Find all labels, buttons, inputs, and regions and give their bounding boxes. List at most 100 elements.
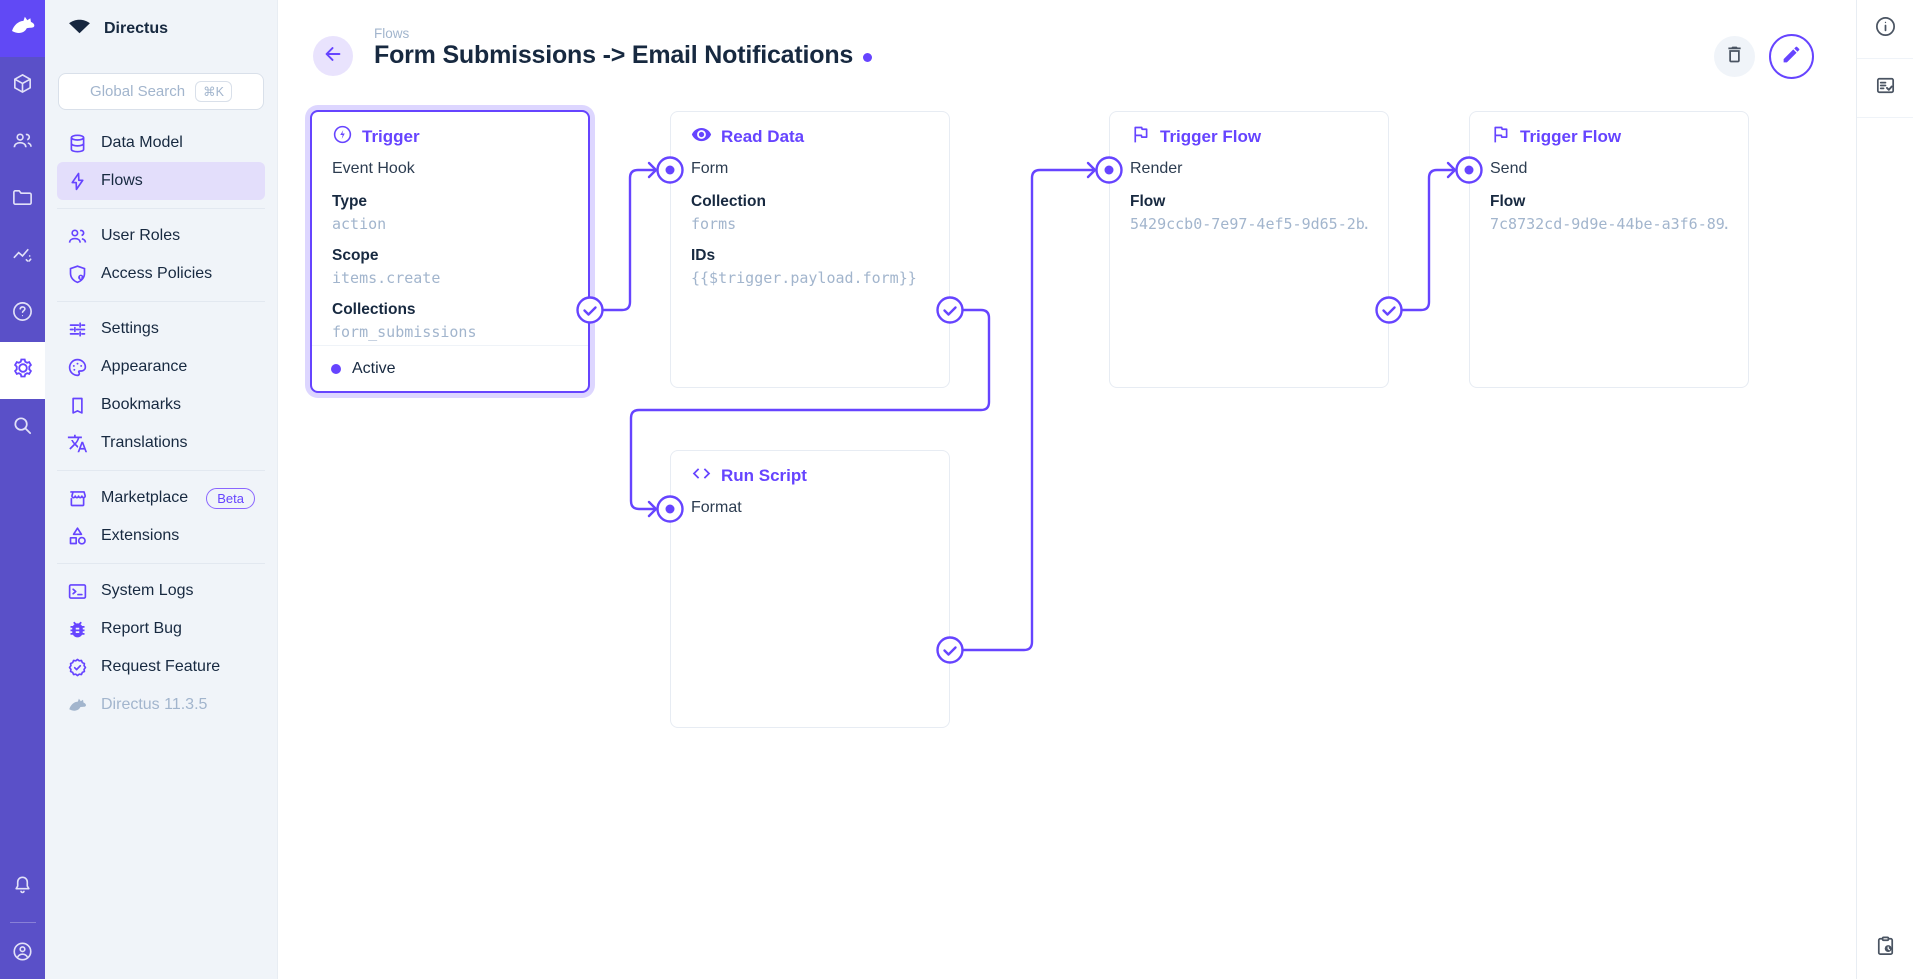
active-dot <box>331 363 341 374</box>
sidebar-item-data-model[interactable]: Data Model <box>57 124 265 162</box>
pencil-icon <box>1781 44 1802 70</box>
delete-flow-button[interactable] <box>1714 36 1755 77</box>
operation-name: Send <box>1490 160 1528 177</box>
arrow-left-icon <box>322 43 344 70</box>
field-value: {{$trigger.payload.form}} <box>691 269 917 287</box>
panel-header-label: Read Data <box>721 127 805 146</box>
sidebar-item-label: System Logs <box>101 582 194 599</box>
sidebar-item-marketplace[interactable]: Marketplace Beta <box>57 479 265 517</box>
sidebar-item-system-logs[interactable]: System Logs <box>57 572 265 610</box>
sidebar-item-bookmarks[interactable]: Bookmarks <box>57 386 265 424</box>
sidebar-item-translations[interactable]: Translations <box>57 424 265 462</box>
sidebar-item-label: Appearance <box>101 358 188 375</box>
shapes-icon <box>67 526 88 547</box>
search-shortcut-badge: ⌘K <box>195 81 232 102</box>
terminal-icon <box>67 581 88 602</box>
flag-icon <box>1130 124 1151 150</box>
field-label: IDs <box>691 247 716 264</box>
status-dot <box>863 52 873 62</box>
notifications-button[interactable] <box>0 859 45 916</box>
flow-logs-button[interactable] <box>1857 917 1913 979</box>
operation-name: Form <box>691 160 729 177</box>
sidebar-item-appearance[interactable]: Appearance <box>57 348 265 386</box>
sidebar-item-settings[interactable]: Settings <box>57 310 265 348</box>
module-bar-divider <box>9 922 36 923</box>
project-title: Directus <box>104 19 169 37</box>
sidebar-item-version: Directus 11.3.5 <box>57 686 265 724</box>
trigger-name: Event Hook <box>332 160 415 177</box>
sidebar-item-access-policies[interactable]: Access Policies <box>57 255 265 293</box>
breadcrumb[interactable]: Flows <box>374 26 410 41</box>
project-header[interactable]: Directus <box>57 0 265 57</box>
edit-flow-button[interactable] <box>1769 34 1814 79</box>
code-icon <box>691 463 712 489</box>
storefront-icon <box>67 488 88 509</box>
search-icon <box>11 414 34 442</box>
palette-icon <box>67 357 88 378</box>
flow-canvas-area: Flows Form Submissions -> Email Notifica… <box>277 0 1856 979</box>
sidebar-item-label: Report Bug <box>101 620 182 637</box>
page-title: Form Submissions -> Email Notifications <box>374 41 854 69</box>
notices-icon <box>1874 74 1897 102</box>
field-value: form_submissions <box>332 323 477 341</box>
sidebar-item-request-feature[interactable]: Request Feature <box>57 648 265 686</box>
rabbit-logo-icon <box>9 12 37 45</box>
bell-icon <box>11 874 34 902</box>
operation-name: Render <box>1130 160 1183 177</box>
flow-panel-trigger-flow-render[interactable]: Trigger Flow Render Flow 5429ccb0-7e97-4… <box>1109 111 1389 388</box>
bolt-icon <box>67 171 88 192</box>
back-button[interactable] <box>313 36 353 76</box>
sidebar-item-label: Extensions <box>101 527 180 544</box>
tune-icon <box>67 319 88 340</box>
cube-icon <box>11 72 34 100</box>
module-insights[interactable] <box>0 228 45 285</box>
module-settings[interactable] <box>0 342 45 399</box>
sidebar-item-label: Flows <box>101 172 143 189</box>
users-icon <box>11 129 34 157</box>
info-sidebar-button[interactable] <box>1857 0 1913 59</box>
clipboard-clock-icon <box>1874 934 1897 962</box>
sidebar-item-flows[interactable]: Flows <box>57 162 265 200</box>
bug-icon <box>67 619 88 640</box>
help-icon <box>11 300 34 328</box>
global-search-input[interactable]: Global Search ⌘K <box>58 73 264 110</box>
flow-panel-run-script[interactable]: Run Script Format <box>670 450 950 728</box>
notices-sidebar-button[interactable] <box>1857 59 1913 118</box>
sidebar-item-extensions[interactable]: Extensions <box>57 517 265 555</box>
field-value: 7c8732cd-9d9e-44be-a3f6-89… <box>1490 215 1728 233</box>
module-bar <box>0 0 45 979</box>
account-icon <box>11 940 34 968</box>
module-search[interactable] <box>0 399 45 456</box>
trigger-status: Active <box>312 345 588 391</box>
field-label: Flow <box>1130 193 1166 210</box>
panel-header-label: Trigger <box>362 127 420 146</box>
field-value: items.create <box>332 269 441 287</box>
field-value: forms <box>691 215 737 233</box>
settings-icon <box>11 356 35 385</box>
panel-header-label: Trigger Flow <box>1520 127 1622 146</box>
module-content[interactable] <box>0 57 45 114</box>
panel-header-label: Run Script <box>721 466 807 485</box>
field-label: Collections <box>332 301 416 318</box>
sidebar-item-label: Translations <box>101 434 188 451</box>
module-help[interactable] <box>0 285 45 342</box>
sidebar-item-report-bug[interactable]: Report Bug <box>57 610 265 648</box>
sidebar-divider <box>57 563 265 564</box>
account-button[interactable] <box>0 929 45 979</box>
sidebar-item-label: Bookmarks <box>101 396 182 413</box>
operation-name: Format <box>691 499 742 516</box>
verified-icon <box>67 657 88 678</box>
module-files[interactable] <box>0 171 45 228</box>
module-users[interactable] <box>0 114 45 171</box>
flow-panel-trigger[interactable]: Trigger Event Hook Type action Scope ite… <box>310 110 590 393</box>
bolt-circle-icon <box>332 124 353 150</box>
sidebar-item-label: Settings <box>101 320 159 337</box>
sidebar-item-user-roles[interactable]: User Roles <box>57 217 265 255</box>
nav-sidebar: Directus Global Search ⌘K Data Model Flo… <box>45 0 277 979</box>
flow-panel-trigger-flow-send[interactable]: Trigger Flow Send Flow 7c8732cd-9d9e-44b… <box>1469 111 1749 388</box>
directus-logo-tile[interactable] <box>0 0 45 57</box>
sidebar-divider <box>57 470 265 471</box>
sidebar-divider <box>57 301 265 302</box>
flow-panel-read-data[interactable]: Read Data Form Collection forms IDs {{$t… <box>670 111 950 388</box>
project-logo-icon <box>67 18 92 40</box>
